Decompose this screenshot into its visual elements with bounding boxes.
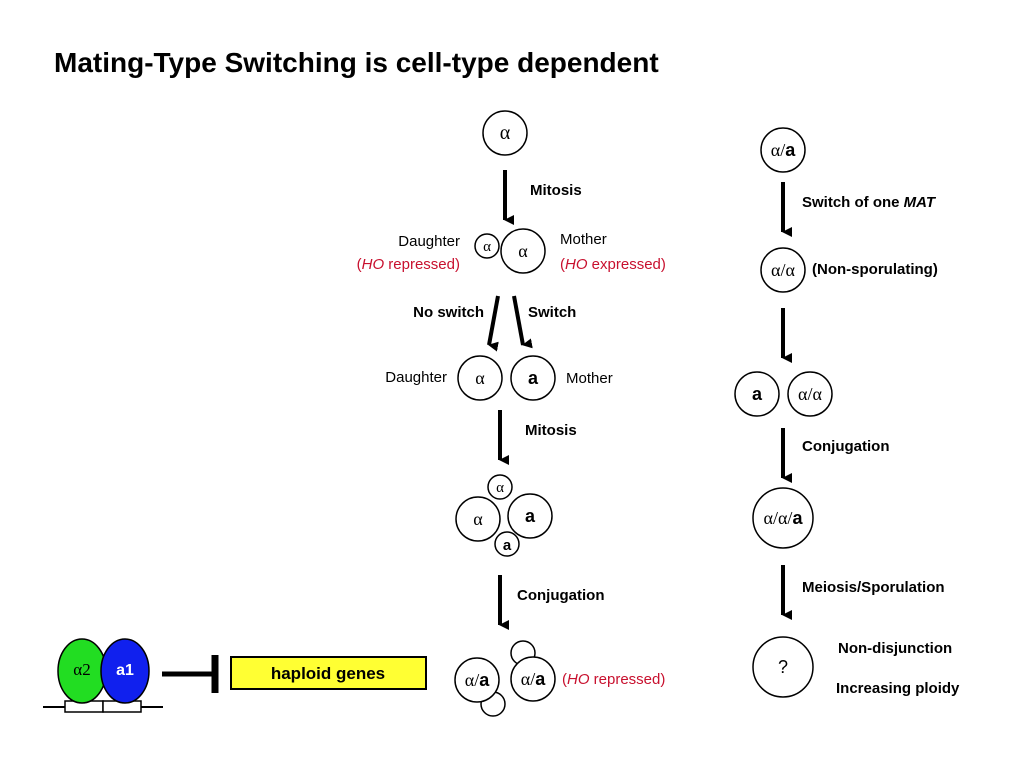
non-sporulating-label: (Non-sporulating) xyxy=(812,261,938,278)
alpha-alpha-cell-2: α/α xyxy=(787,371,833,417)
right-conjugation-label: Conjugation xyxy=(802,438,889,455)
triploid-cell: α/α/a xyxy=(752,487,814,549)
a-cell-2: a xyxy=(507,493,553,539)
alpha-a-glyph: α/a xyxy=(521,669,546,689)
daughter-alpha-cell: α xyxy=(457,355,503,401)
daughter-label: Daughter xyxy=(398,233,460,250)
alpha-glyph: α xyxy=(473,509,483,529)
alpha-alpha-diploid-cell: α/α xyxy=(760,247,806,293)
switch-mat-label: Switch of one MAT xyxy=(802,194,937,211)
alpha-alpha-glyph: α/α xyxy=(771,260,795,280)
a-glyph: a xyxy=(752,384,763,404)
a1-protein xyxy=(100,638,150,704)
no-switch-arrow xyxy=(487,295,500,352)
daughter-ho-note: (HO repressed) xyxy=(357,256,460,273)
small-a-cell: a xyxy=(494,531,520,557)
a1-label: a1 xyxy=(116,662,134,679)
step-conjugation-label: Conjugation xyxy=(517,587,604,604)
haploid-genes-label: haploid genes xyxy=(271,664,385,683)
a-glyph: a xyxy=(528,368,539,388)
mother-label-2: Mother xyxy=(566,370,613,387)
a-haploid-cell: a xyxy=(734,371,780,417)
small-alpha-cell: α xyxy=(487,474,513,500)
alpha-a-glyph: α/a xyxy=(465,670,490,690)
alpha-glyph: α xyxy=(518,241,528,261)
mother-ho-note: (HO expressed) xyxy=(560,256,666,273)
mother-label: Mother xyxy=(560,231,607,248)
alpha-glyph: α xyxy=(475,368,485,388)
step-mitosis-label-2: Mitosis xyxy=(525,422,577,439)
alpha-a-diploid-cell: α/a xyxy=(760,127,806,173)
zygote-left: α/a xyxy=(454,657,506,717)
alpha-alpha-glyph: α/α xyxy=(798,384,822,404)
no-switch-label: No switch xyxy=(413,304,484,321)
alpha-cell-2: α xyxy=(455,496,501,542)
a-glyph: a xyxy=(525,506,536,526)
meiosis-label: Meiosis/Sporulation xyxy=(802,579,945,596)
unknown-outcome-cell: ? xyxy=(752,636,814,698)
zygote-right: α/a xyxy=(510,640,556,702)
non-disjunction-label: Non-disjunction xyxy=(838,640,952,657)
question-glyph: ? xyxy=(778,657,788,677)
switch-arrow xyxy=(512,295,533,349)
mother-a-cell: a xyxy=(510,355,556,401)
page-title: Mating-Type Switching is cell-type depen… xyxy=(54,47,659,78)
mother-cell: α xyxy=(500,228,546,274)
switch-label: Switch xyxy=(528,304,576,321)
alpha-cell: α xyxy=(482,110,528,156)
step-mitosis-label: Mitosis xyxy=(530,182,582,199)
alpha-glyph: α xyxy=(496,480,504,496)
alpha-glyph: α xyxy=(483,239,491,255)
daughter-cell: α xyxy=(474,233,500,259)
alpha2-a1-repressor: α2 a1 xyxy=(43,638,163,713)
alpha-a-glyph: α/a xyxy=(771,140,796,160)
haploid-genes-box xyxy=(230,656,427,690)
a-glyph: a xyxy=(503,537,512,554)
daughter-label-2: Daughter xyxy=(385,369,447,386)
final-ho-note: (HO repressed) xyxy=(562,671,665,688)
increasing-ploidy-label: Increasing ploidy xyxy=(836,680,960,697)
alpha2-label: α2 xyxy=(73,660,90,679)
alpha-alpha-a-glyph: α/α/a xyxy=(764,508,804,528)
alpha-glyph: α xyxy=(500,122,511,144)
